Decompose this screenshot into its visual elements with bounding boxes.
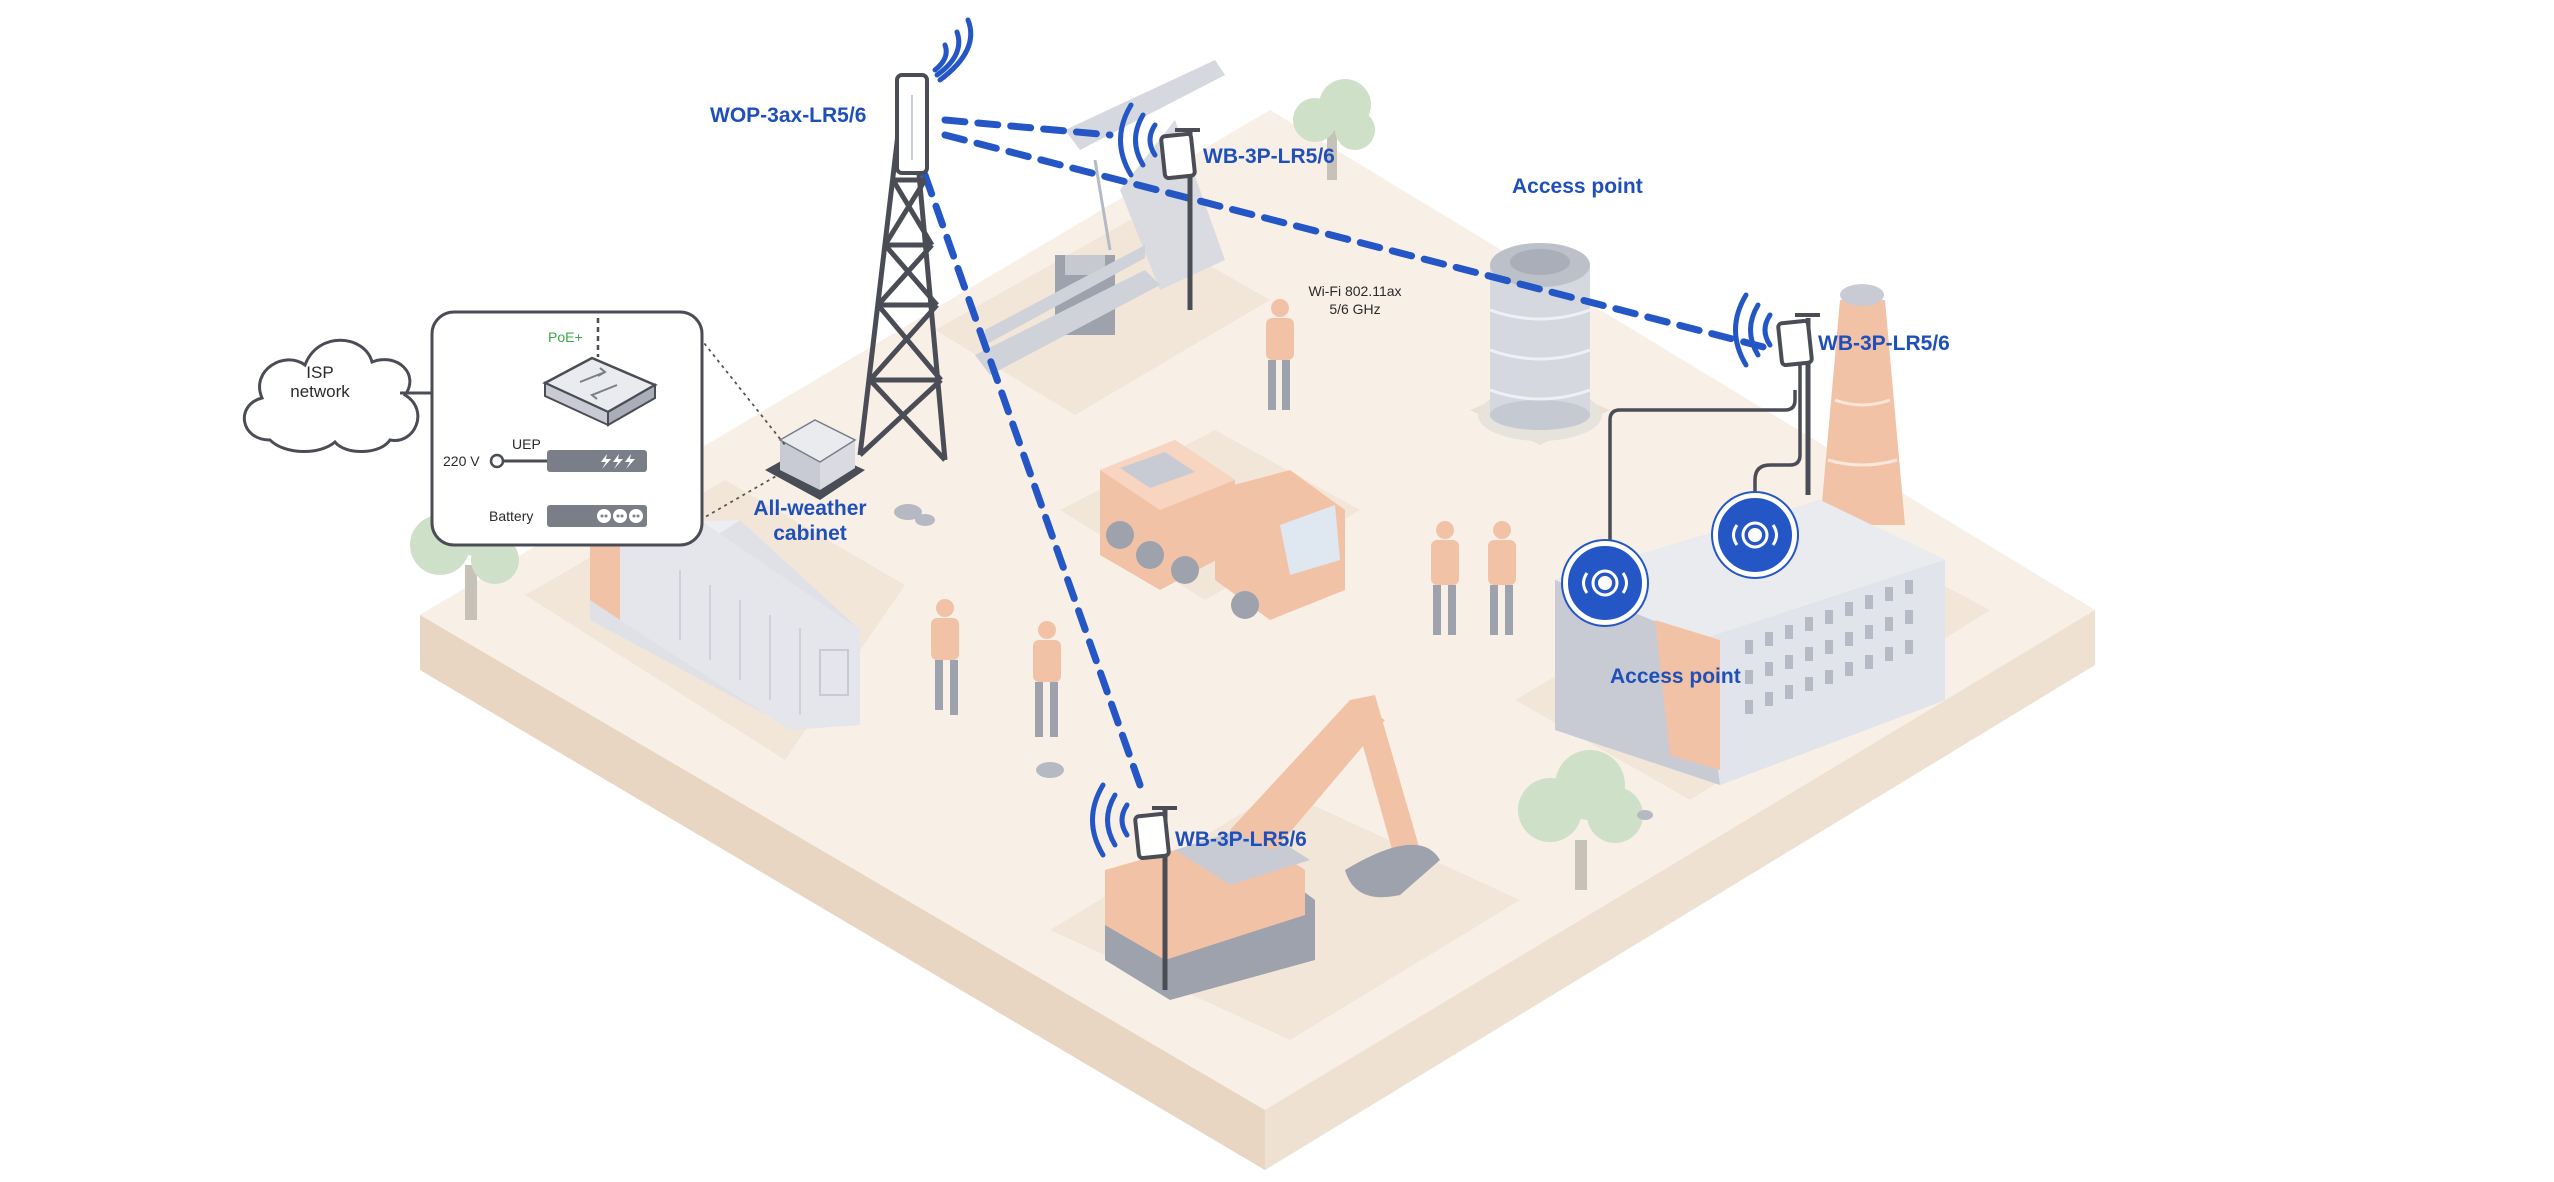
label-access-point-top: Access point — [1512, 175, 1643, 198]
wireless-links — [921, 116, 1779, 789]
label-isp-line2: network — [290, 382, 350, 401]
bridge-right-device[interactable] — [1733, 292, 1821, 495]
access-point-icon[interactable] — [1561, 539, 1649, 627]
equipment-detail-box — [430, 310, 704, 547]
storage-containers — [590, 520, 860, 730]
network-switch-icon — [542, 356, 658, 427]
callout-lines — [699, 337, 786, 521]
access-point-icon[interactable] — [1711, 491, 1799, 579]
label-isp-line1: ISP — [306, 363, 333, 382]
bridge-top-device[interactable] — [1118, 102, 1201, 310]
label-poe: PoE+ — [548, 329, 583, 345]
dump-truck — [1100, 440, 1345, 620]
tree-right — [1518, 750, 1643, 890]
pumpjack — [975, 60, 1225, 375]
silo — [1478, 243, 1602, 441]
label-tower-device: WOP-3ax-LR5/6 — [710, 104, 866, 127]
wifi-signal-icon — [932, 17, 974, 83]
label-battery: Battery — [489, 508, 533, 524]
label-access-point-bottom: Access point — [1610, 665, 1741, 688]
tree-top — [1293, 79, 1375, 180]
tower — [857, 74, 948, 462]
rocks — [894, 504, 1653, 820]
worker-figures — [931, 299, 1516, 737]
bridge-bottom-device[interactable] — [1090, 782, 1178, 990]
label-bridge-right: WB-3P-LR5/6 — [1818, 332, 1950, 355]
all-weather-cabinet[interactable] — [765, 419, 865, 500]
label-uep: UEP — [512, 436, 541, 452]
label-cabinet-line2: cabinet — [773, 522, 847, 545]
label-bridge-top: WB-3P-LR5/6 — [1203, 145, 1335, 168]
cloud-icon — [243, 338, 420, 453]
label-bridge-bottom: WB-3P-LR5/6 — [1175, 828, 1307, 851]
access-point-cables — [1608, 365, 1802, 545]
link-tower-to-bridge-bottom — [921, 171, 1144, 789]
label-voltage: 220 V — [443, 453, 480, 469]
factory — [1555, 284, 1945, 785]
label-wifi-band: 5/6 GHz — [1329, 301, 1380, 317]
tower-device-wop[interactable] — [895, 73, 929, 175]
link-tower-to-bridge-right — [941, 131, 1779, 354]
uep-unit — [547, 450, 647, 472]
excavator — [1105, 695, 1440, 1000]
link-tower-to-bridge-top — [941, 116, 1114, 139]
label-wifi-standard: Wi-Fi 802.11ax — [1308, 283, 1401, 299]
label-cabinet-line1: All-weather — [753, 497, 866, 520]
